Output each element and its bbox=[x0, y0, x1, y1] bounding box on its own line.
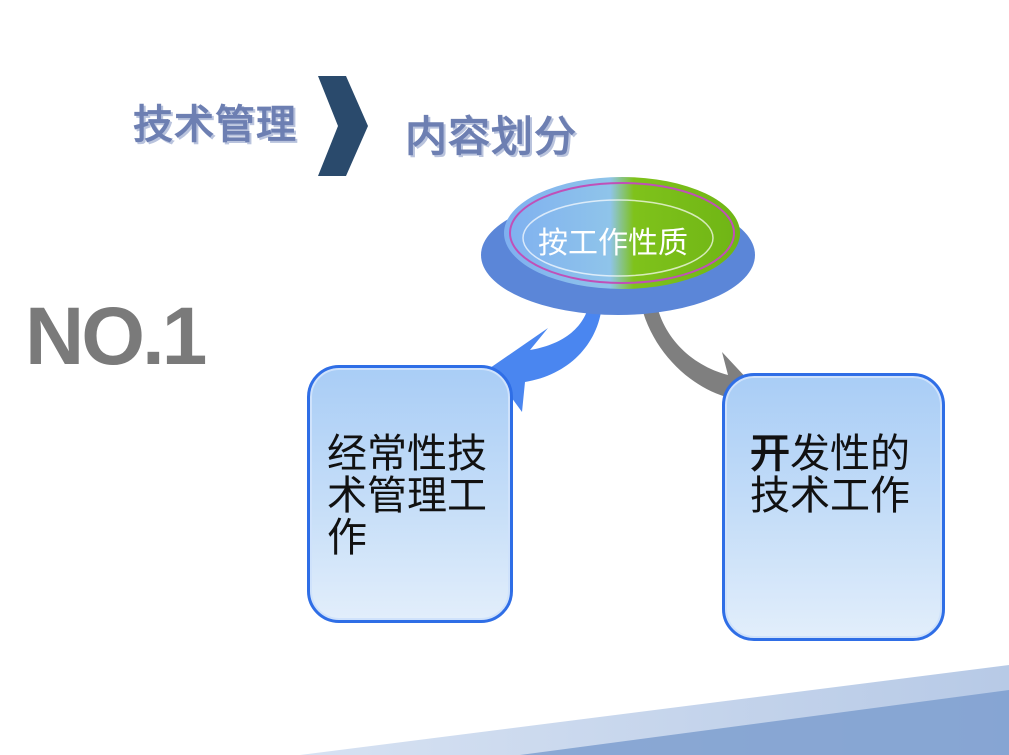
branch-box-routine bbox=[307, 365, 513, 623]
page-title: 内容划分 bbox=[405, 112, 578, 161]
footer-band-dark bbox=[520, 690, 1009, 755]
breadcrumb-category: 技术管理 bbox=[133, 102, 297, 148]
chevron-right-icon bbox=[318, 76, 368, 176]
branch-text-routine: 经常性技 术管理工 作 bbox=[327, 431, 487, 561]
center-node-label: 按工作性质 bbox=[538, 226, 688, 261]
branch-text-rest: 发性的 技术工作 bbox=[750, 431, 910, 519]
branch-box-development bbox=[722, 373, 945, 641]
arrow-left bbox=[490, 300, 602, 412]
center-disc-ring bbox=[509, 182, 735, 284]
center-disc-top bbox=[504, 177, 740, 289]
branch-text-development: 开发性的 技术工作 bbox=[750, 433, 940, 517]
section-number: NO.1 bbox=[25, 291, 207, 382]
branch-text-bold-prefix: 开 bbox=[750, 431, 790, 477]
